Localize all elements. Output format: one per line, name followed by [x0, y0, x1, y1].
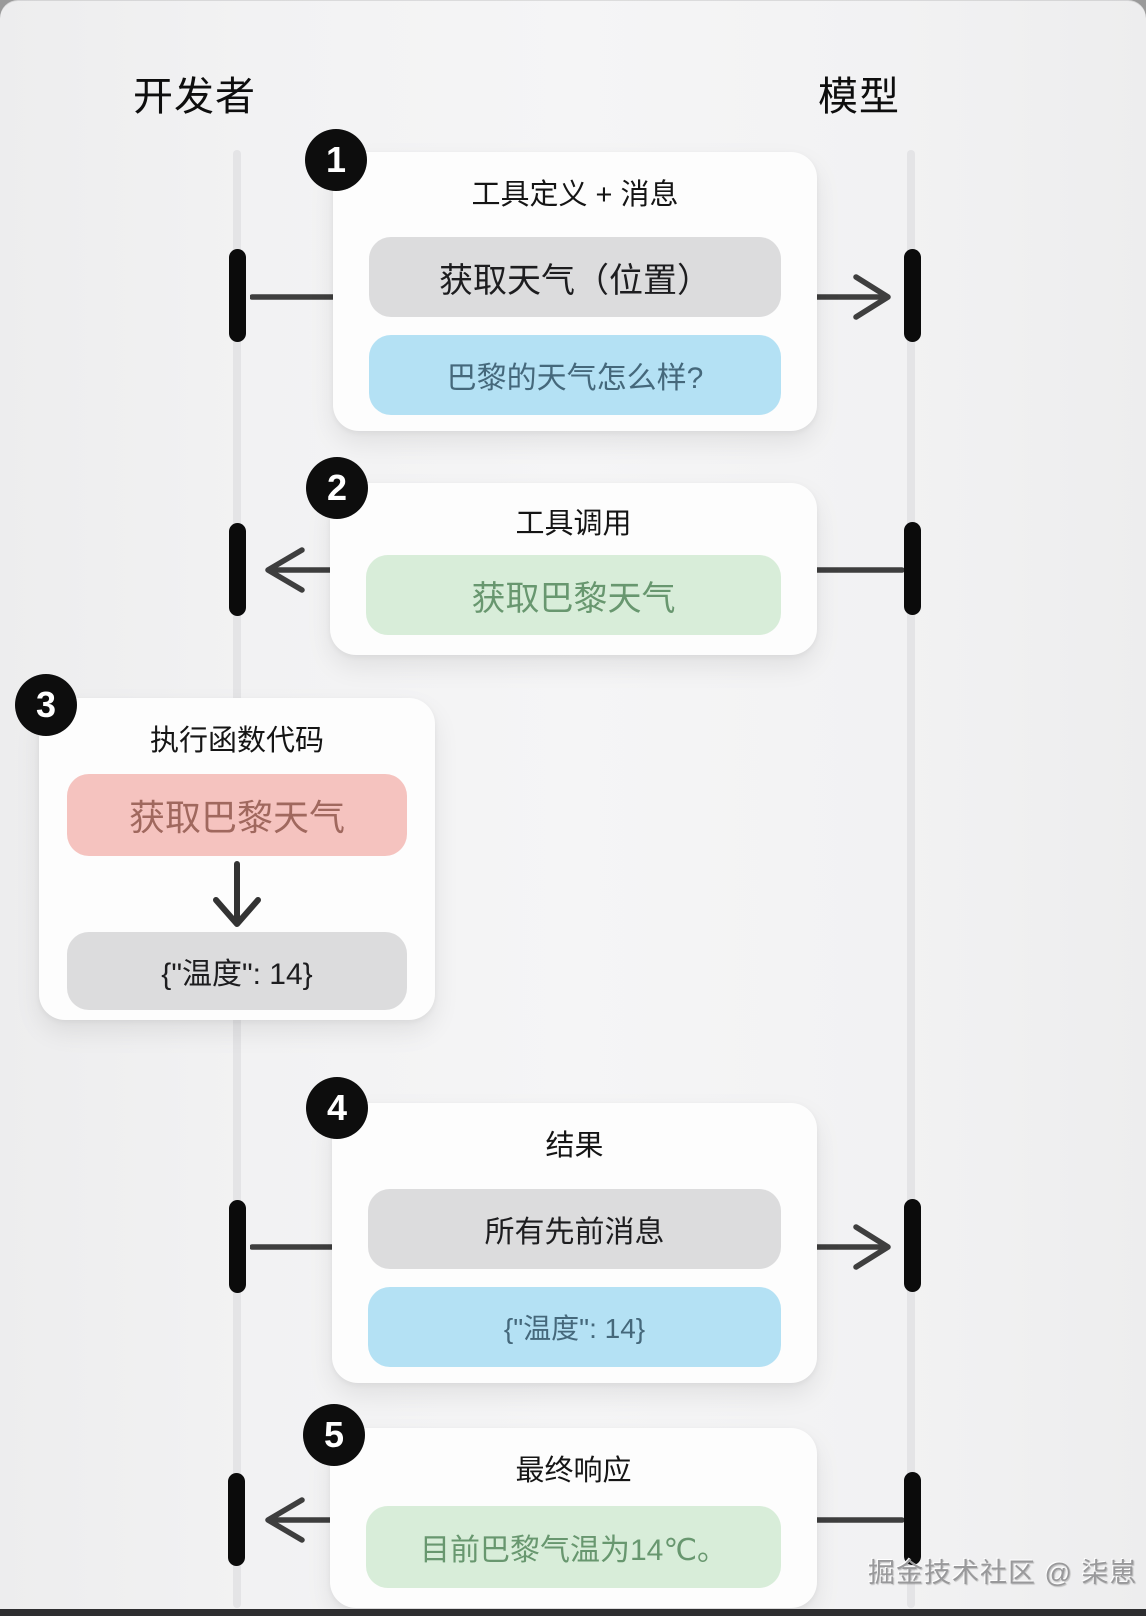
step-card-tool-definition: 工具定义 + 消息 获取天气（位置） 巴黎的天气怎么样? — [333, 152, 817, 431]
step-card-result: 结果 所有先前消息 {"温度": 14} — [332, 1103, 817, 1383]
step1-tool-pill: 获取天气（位置） — [369, 237, 781, 317]
actor-developer-label: 开发者 — [133, 75, 256, 119]
bottom-band — [0, 1609, 1146, 1616]
step1-title: 工具定义 + 消息 — [471, 179, 679, 211]
step4-title: 结果 — [545, 1130, 604, 1162]
watermark: 掘金技术社区 @ 柒崽 — [868, 1558, 1138, 1588]
step4-temperature-pill: {"温度": 14} — [368, 1287, 781, 1367]
down-arrow-icon — [213, 861, 261, 927]
developer-activation-bar-step2 — [229, 523, 246, 616]
step-badge-5: 5 — [303, 1404, 365, 1466]
model-activation-bar-step4 — [904, 1199, 921, 1292]
step-card-final-response: 最终响应 目前巴黎气温为14℃。 — [330, 1428, 817, 1608]
developer-activation-bar-step4 — [229, 1200, 246, 1293]
developer-activation-bar-step5 — [228, 1473, 245, 1566]
step-badge-3: 3 — [15, 674, 77, 736]
step5-title: 最终响应 — [515, 1455, 632, 1487]
step-card-execute-function: 执行函数代码 获取巴黎天气 {"温度": 14} — [39, 698, 435, 1020]
model-activation-bar-step5 — [904, 1472, 921, 1565]
step3-title: 执行函数代码 — [149, 725, 324, 757]
step-card-tool-call: 工具调用 获取巴黎天气 — [330, 483, 817, 655]
step5-response-pill: 目前巴黎气温为14℃。 — [366, 1506, 781, 1588]
step2-title: 工具调用 — [515, 508, 632, 540]
developer-activation-bar-step1 — [229, 249, 246, 342]
step3-function-pill: 获取巴黎天气 — [67, 774, 407, 856]
step2-toolcall-pill: 获取巴黎天气 — [366, 555, 781, 635]
step-badge-4: 4 — [306, 1077, 368, 1139]
model-lifeline — [907, 150, 915, 1608]
step4-history-pill: 所有先前消息 — [368, 1189, 781, 1269]
actor-model-label: 模型 — [818, 75, 900, 119]
step-badge-1: 1 — [305, 129, 367, 191]
model-activation-bar-step2 — [904, 522, 921, 615]
model-activation-bar-step1 — [904, 249, 921, 342]
step1-message-pill: 巴黎的天气怎么样? — [369, 335, 781, 415]
step-badge-2: 2 — [306, 457, 368, 519]
step3-result-pill: {"温度": 14} — [67, 932, 407, 1010]
